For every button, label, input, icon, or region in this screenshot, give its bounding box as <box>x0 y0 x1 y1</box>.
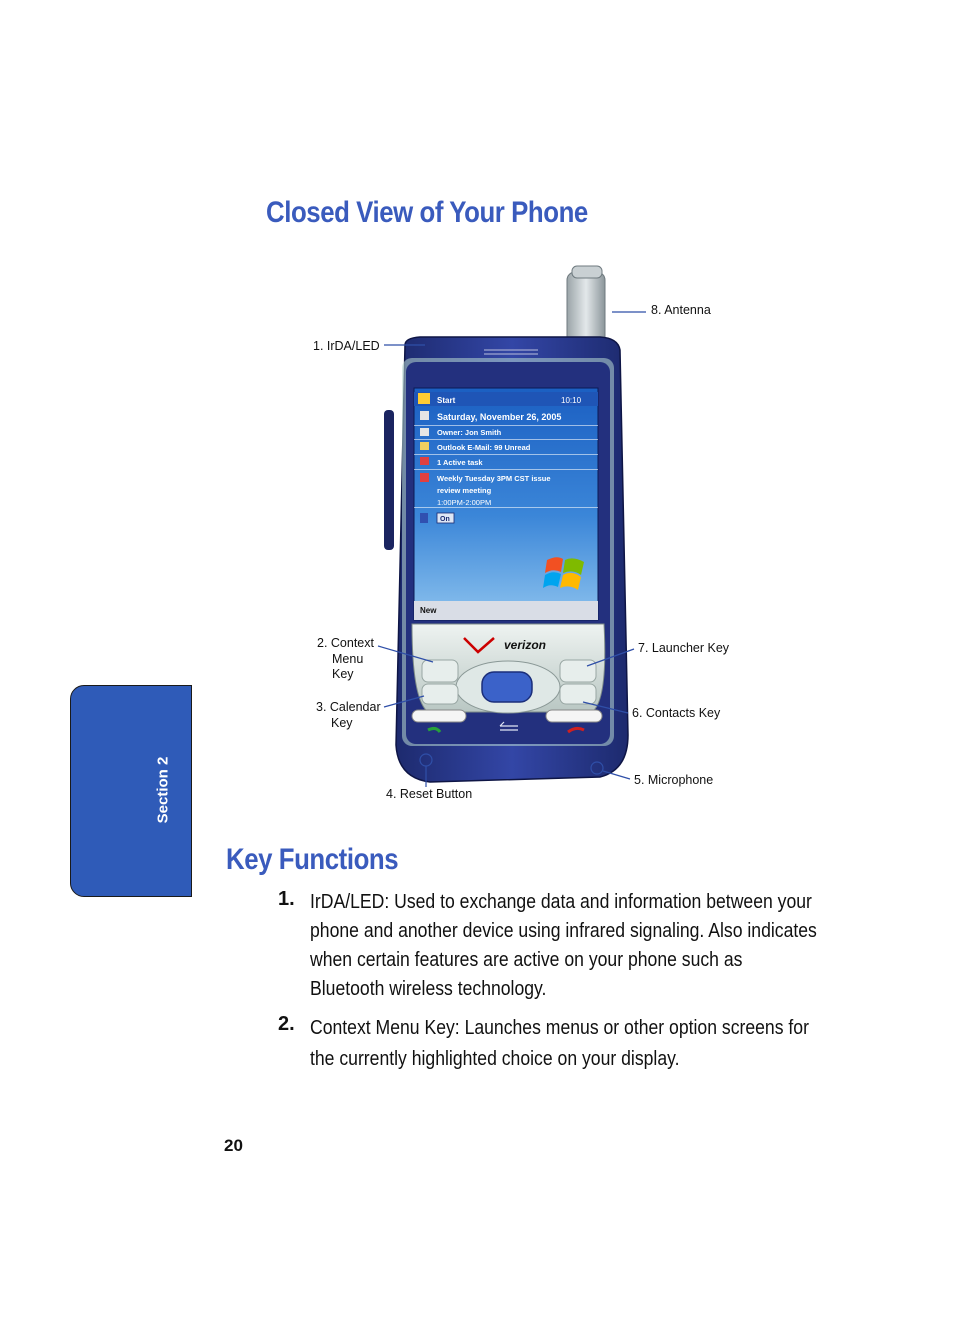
section-tab <box>70 685 192 897</box>
new-softkey: New <box>420 606 437 615</box>
section-tab-label: Section 2 <box>154 756 172 824</box>
task-line: 1 Active task <box>437 458 483 467</box>
page-title: Closed View of Your Phone <box>266 196 588 229</box>
windows-logo-icon <box>543 557 584 590</box>
list-item-text: IrDA/LED: Used to exchange data and info… <box>310 891 817 1000</box>
list-item: 1. IrDA/LED: Used to exchange data and i… <box>276 888 817 1004</box>
callout-microphone: 5. Microphone <box>634 773 714 787</box>
meeting-line: review meeting <box>437 486 492 495</box>
list-item: 2. Context Menu Key: Launches menus or o… <box>276 1013 816 1075</box>
carrier-logo: verizon <box>504 638 546 652</box>
callout-line: Key <box>332 667 354 681</box>
callout-context-menu-key: 2. Context Menu Key <box>317 636 374 683</box>
callout-contacts-key: 6. Contacts Key <box>632 706 721 720</box>
callout-reset-button: 4. Reset Button <box>386 787 473 801</box>
center-ok-button <box>481 671 533 703</box>
phone-screen: 10:10 Start Saturday, November 26, 2005 … <box>413 387 599 621</box>
callout-line: Key <box>331 715 353 730</box>
callout-line: Menu <box>332 651 364 666</box>
list-item-number: 1. <box>278 888 295 910</box>
back-icon <box>499 721 518 731</box>
keypad: verizon <box>411 623 606 734</box>
app-icons <box>420 411 455 524</box>
callout-antenna: 8. Antenna <box>651 303 711 317</box>
clock-time: 10:10 <box>561 396 582 405</box>
send-key <box>411 709 467 723</box>
key-functions-list: 1. IrDA/LED: Used to exchange data and i… <box>276 888 817 1075</box>
callout-calendar-key: 3. Calendar Key <box>316 700 381 731</box>
page-number: 20 <box>224 1136 243 1155</box>
section-heading: Key Functions <box>226 843 399 876</box>
callout-line: 2. Context <box>317 636 374 650</box>
list-item-text: Context Menu Key: Launches menus or othe… <box>310 1017 809 1070</box>
owner-line: Owner: Jon Smith <box>437 428 502 437</box>
meeting-line: Weekly Tuesday 3PM CST issue <box>437 474 551 483</box>
callout-line: 3. Calendar <box>316 700 381 714</box>
speaker-grille-icon <box>484 349 538 355</box>
list-item-number: 2. <box>278 1013 295 1035</box>
bluetooth-on-button: On <box>440 516 450 523</box>
end-key <box>545 709 603 723</box>
today-date: Saturday, November 26, 2005 <box>437 412 561 422</box>
callout-launcher-key: 7. Launcher Key <box>638 641 730 655</box>
meeting-time: 1:00PM-2:00PM <box>437 498 491 507</box>
start-menu: Start <box>437 396 456 405</box>
callout-irda: 1. IrDA/LED <box>313 339 380 353</box>
email-line: Outlook E-Mail: 99 Unread <box>437 443 531 452</box>
callout-lines <box>377 311 646 787</box>
